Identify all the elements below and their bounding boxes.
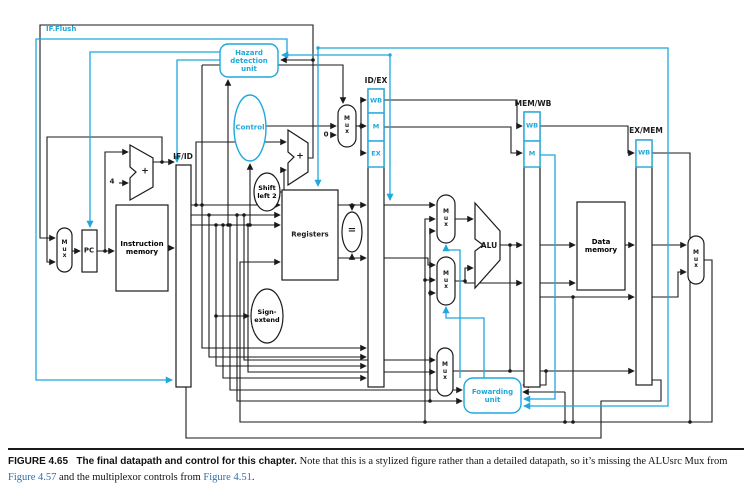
pc-adder-plus: + <box>141 166 149 177</box>
datapath-diagram <box>35 24 713 439</box>
caption-note-1: Note that this is a stylized figure rath… <box>296 456 728 467</box>
mem-wb-m-field <box>523 140 541 168</box>
write-register-mux <box>436 347 454 397</box>
sign-extend-oval <box>250 288 284 344</box>
sign-extend-label: Sign- extend <box>254 308 280 324</box>
cyan-control-wires <box>35 38 669 410</box>
forward-mux-a <box>436 194 456 244</box>
caption-title: The final datapath and control for this … <box>76 456 297 467</box>
registers-label: Registers <box>291 230 329 239</box>
ex-mem-label: EX/MEM <box>629 126 663 136</box>
data-memory-label: Data memory <box>584 238 618 254</box>
forwarding-unit-box <box>463 377 522 414</box>
ex-mem-register <box>635 139 653 386</box>
figure-caption: FIGURE 4.65 The final datapath and contr… <box>8 454 748 486</box>
pc-source-mux <box>56 227 73 273</box>
forward-mux-b <box>436 256 456 306</box>
pc-increment-adder <box>129 143 154 202</box>
caption-note-3: . <box>251 471 255 483</box>
zero-constant-label: 0 <box>323 130 329 139</box>
data-memory-box <box>576 201 626 291</box>
control-label: Control <box>235 123 265 132</box>
junction-dots <box>103 58 692 424</box>
caption-rule <box>8 448 744 450</box>
branch-target-adder <box>287 128 309 187</box>
if-flush-label: IF.Flush <box>46 25 77 33</box>
id-ex-m-label: M <box>372 122 380 131</box>
branch-adder-plus: + <box>296 151 304 162</box>
alu-shape <box>474 201 501 290</box>
forwarding-unit-label: Fowarding unit <box>471 387 514 404</box>
control-zero-mux <box>337 104 357 148</box>
caption-note-2: and the multiplexor controls from <box>56 471 204 483</box>
pc-box <box>81 229 98 273</box>
alu-label: ALU <box>480 241 498 251</box>
ex-mem-wb-label: WB <box>637 148 651 157</box>
instruction-memory-label: Instruction memory <box>120 240 164 256</box>
equals-label: = <box>347 224 357 236</box>
figure-4-51-link[interactable]: Figure 4.51 <box>203 471 252 483</box>
caption-number: FIGURE 4.65 <box>8 456 69 467</box>
four-constant-label: 4 <box>109 177 115 186</box>
equals-comparator <box>341 211 363 253</box>
mem-wb-wb-label: WB <box>525 121 539 130</box>
writeback-mux <box>687 235 705 285</box>
if-id-label: IF/ID <box>173 152 193 162</box>
figure-4-57-link[interactable]: Figure 4.57 <box>8 471 57 483</box>
mem-wb-m-label: M <box>528 149 536 158</box>
ex-mem-wb-field <box>635 139 653 168</box>
instruction-memory-box <box>115 204 169 292</box>
registers-box <box>281 189 339 281</box>
shift-left-2-oval <box>253 172 281 212</box>
mem-wb-label: MEM/WB <box>514 99 552 109</box>
component-shapes <box>56 43 705 414</box>
hazard-detection-unit-label: Hazard detection unit <box>230 48 268 73</box>
hazard-detection-unit-box <box>219 43 279 78</box>
control-oval <box>233 94 267 162</box>
id-ex-wb-label: WB <box>369 96 383 105</box>
id-ex-label: ID/EX <box>364 76 388 86</box>
id-ex-ex-field <box>367 140 385 168</box>
shift-left-2-label: Shift left 2 <box>257 184 277 200</box>
pc-label: PC <box>83 246 95 255</box>
id-ex-ex-label: EX <box>371 149 381 158</box>
if-id-register <box>175 164 192 388</box>
